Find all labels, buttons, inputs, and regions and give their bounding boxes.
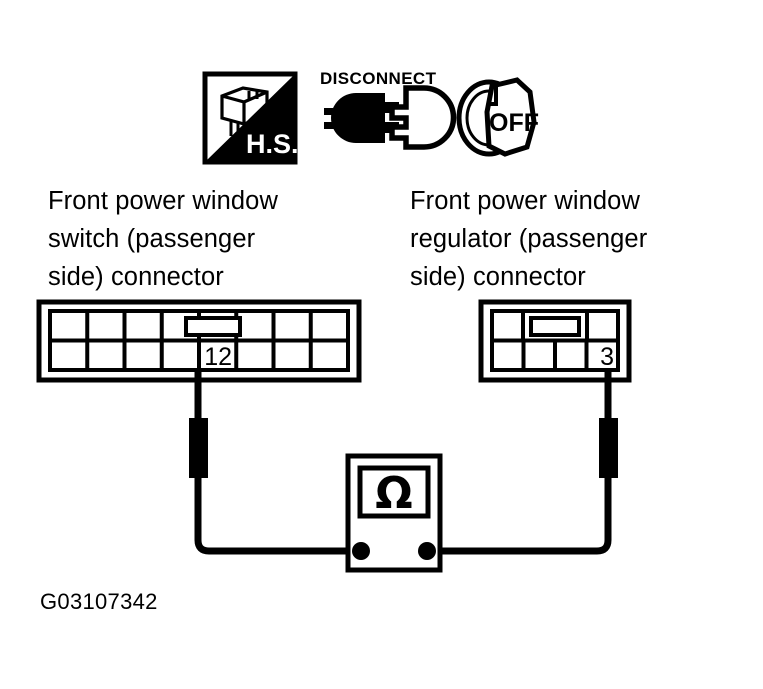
figure-id-label: G03107342 — [40, 589, 158, 614]
ohmmeter-display — [357, 465, 431, 519]
wire-right-path — [432, 372, 612, 555]
disconnect-icon-left-half — [331, 93, 399, 143]
wire-left-path — [194, 372, 355, 555]
ohmmeter-terminal-right — [418, 542, 436, 560]
regulator-connector-body: 3 — [478, 299, 632, 383]
ohmmeter: Ω — [345, 453, 443, 573]
switch-connector-terminal-marker — [184, 316, 242, 337]
switch-connector-body: 12 — [36, 299, 362, 383]
regulator-connector-label-line-3: side) connector — [410, 263, 586, 291]
wire-regulator-pin-3-to-ohmmeter-right — [432, 372, 618, 555]
probe-block-right — [599, 418, 618, 478]
ignition-off-icon-label: OFF — [489, 109, 539, 137]
switch-connector-label-line-2: switch (passenger — [48, 225, 256, 253]
hs-icon-label: H.S. — [246, 129, 299, 159]
ohmmeter-terminal-left — [352, 542, 370, 560]
wire-switch-pin-12-to-ohmmeter-left — [189, 372, 355, 555]
switch-connector-label: Front power window switch (passenger sid… — [48, 187, 278, 291]
regulator-connector-pin-number: 3 — [600, 343, 614, 371]
disconnect-icon: DISCONNECT — [320, 69, 457, 150]
disconnect-icon-label: DISCONNECT — [320, 69, 437, 88]
disconnect-icon-right-half — [389, 85, 457, 150]
ohmmeter-omega-symbol: Ω — [375, 468, 412, 519]
switch-connector-pin-number: 12 — [204, 343, 232, 371]
regulator-connector-label-line-1: Front power window — [410, 187, 640, 215]
regulator-connector-label-line-2: regulator (passenger — [410, 225, 648, 253]
disconnect-icon-left-lead-a — [324, 108, 356, 115]
hs-icon-diagonal-fill — [207, 76, 293, 160]
switch-connector-label-line-3: side) connector — [48, 263, 224, 291]
regulator-connector-terminal-marker — [529, 316, 581, 337]
ignition-off-icon-key-blade — [488, 86, 498, 106]
switch-connector-label-line-1: Front power window — [48, 187, 278, 215]
hs-icon: H.S. — [202, 71, 299, 165]
ignition-off-icon-switch-body — [484, 77, 537, 157]
disconnect-icon-left-lead-b — [324, 122, 356, 129]
regulator-connector-label: Front power window regulator (passenger … — [410, 187, 648, 291]
hs-icon-connector-sketch — [220, 86, 269, 138]
probe-block-left — [189, 418, 208, 478]
ignition-off-icon: OFF — [456, 77, 539, 157]
